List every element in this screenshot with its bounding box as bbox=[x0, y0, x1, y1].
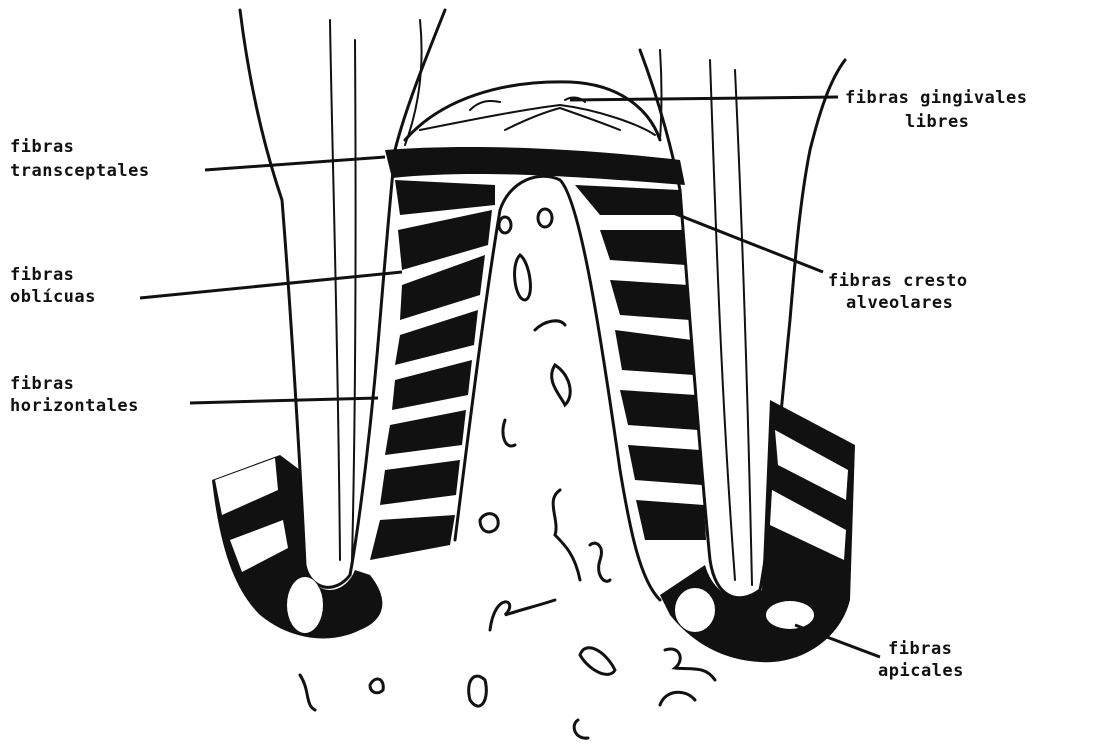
label-fibras-gingivales: fibras gingivales libres bbox=[845, 86, 1028, 134]
label-gingivales-line1: fibras gingivales bbox=[845, 86, 1028, 110]
label-fibras-oblicuas: fibras oblícuas bbox=[10, 264, 96, 308]
label-horizontales-line2: horizontales bbox=[10, 395, 139, 417]
label-horizontales-line1: fibras bbox=[10, 373, 139, 395]
leader-oblicuas bbox=[140, 272, 402, 298]
label-fibras-apicales: fibras apicales bbox=[878, 638, 964, 682]
label-fibras-transceptales: fibras transceptales bbox=[10, 135, 150, 183]
label-cresto-line2: alveolares bbox=[828, 292, 968, 314]
leader-horizontales bbox=[190, 398, 378, 403]
leader-gingivales bbox=[570, 97, 838, 100]
label-fibras-cresto-alveolares: fibras cresto alveolares bbox=[828, 270, 968, 314]
label-gingivales-line2: libres bbox=[845, 110, 1028, 134]
leader-transceptales bbox=[205, 157, 385, 170]
label-oblicuas-line2: oblícuas bbox=[10, 286, 96, 308]
label-oblicuas-line1: fibras bbox=[10, 264, 96, 286]
gingiva bbox=[405, 82, 660, 140]
label-apicales-line2: apicales bbox=[878, 660, 964, 682]
label-fibras-horizontales: fibras horizontales bbox=[10, 373, 139, 417]
label-transceptales-line2: transceptales bbox=[10, 159, 150, 183]
label-apicales-line1: fibras bbox=[878, 638, 964, 660]
label-cresto-line1: fibras cresto bbox=[828, 270, 968, 292]
label-transceptales-line1: fibras bbox=[10, 135, 150, 159]
fiber-bundles bbox=[212, 147, 855, 662]
